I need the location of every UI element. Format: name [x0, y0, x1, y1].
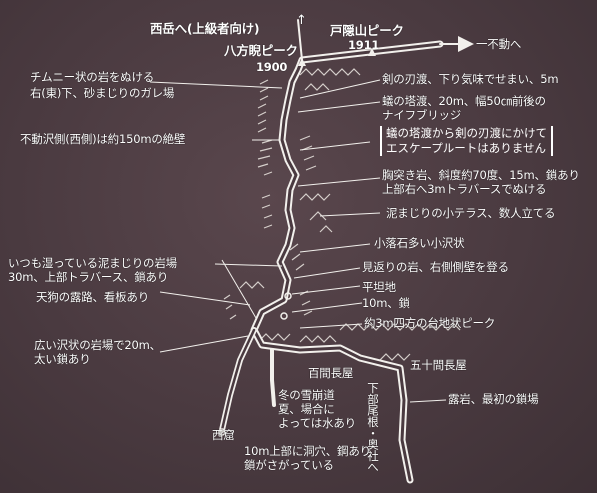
label-gojikken-nagaya: 五十間長屋: [410, 358, 467, 372]
note-fudosawa: 不動沢側(西側)は約150mの絶壁: [20, 132, 186, 146]
note-heichi: 平坦地: [362, 280, 396, 294]
note-doromajiri-terrace: 泥まじりの小テラス、数人立てる: [386, 206, 556, 220]
note-daichi-peak: 約3m四方の台地状ピーク: [364, 316, 496, 330]
note-korakuseki: 小落石多い小沢状: [374, 236, 465, 250]
arrow-up-icon: ↑: [296, 13, 307, 28]
note-rogan-first-chain: 露岩、最初の鎖場: [448, 392, 539, 406]
cliff-hatching: [223, 68, 461, 361]
note-no-escape-1: 蟻の塔渡から剣の刃渡にかけて: [386, 126, 547, 140]
note-mikaeri-iwa: 見返りの岩、右側側壁を登る: [362, 260, 509, 274]
note-nishikubo-2: 鎖がさがっている: [244, 458, 334, 472]
note-tengu-no-roji: 天狗の露路、看板あり: [36, 290, 149, 304]
main-trail: [219, 19, 474, 484]
note-hiroi-1: 広い沢状の岩場で20m、: [34, 338, 161, 352]
note-10m-chain: 10m、鎖: [362, 296, 410, 310]
label-togakushi-peak: 戸隠山ピーク: [330, 23, 404, 38]
leader-lines: [149, 79, 447, 403]
note-chimney-1: チムニー状の岩をぬける: [30, 70, 155, 84]
label-shimo-one: 下部尾根・奥社へ: [366, 382, 380, 473]
note-no-escape-box: 蟻の塔渡から剣の刃渡にかけて エスケープルートはありません: [380, 126, 553, 156]
note-ari-no-towatari: 蟻の塔渡、20m、幅50㎝前後の: [382, 94, 546, 108]
note-ken-no-hawatari: 剣の刃渡、下り気味でせまい、5m: [382, 72, 559, 86]
note-munetsuki-2: 上部右へ3mトラバースでぬける: [382, 182, 547, 196]
label-happo-peak: 八方睨ピーク: [224, 43, 298, 58]
note-hiroi-2: 太い鎖あり: [34, 352, 91, 366]
note-fuyu-1: 冬の雪崩道: [278, 388, 335, 402]
note-chimney-2: 右(東)下、砂まじりのガレ場: [30, 86, 175, 100]
label-to-fudo: 一不動へ: [476, 37, 522, 51]
label-nishidake: 西岳へ(上級者向け): [150, 21, 260, 36]
note-nishikubo-1: 10m上部に洞穴、鋼あり: [244, 444, 371, 458]
note-knife-bridge: ナイフブリッジ: [382, 108, 462, 122]
label-nishikubo: 西窟: [212, 428, 235, 442]
label-hyakken-nagaya: 百間長屋: [308, 366, 354, 380]
note-no-escape-2: エスケープルートはありません: [386, 141, 546, 155]
note-itsumo-2: 30m、上部トラバース、鎖あり: [8, 270, 169, 284]
note-fuyu-3: よっては水あり: [278, 416, 356, 430]
chain-markers: [218, 292, 292, 436]
note-fuyu-2: 夏、場合に: [278, 402, 335, 416]
label-togakushi-elevation: 1911: [348, 38, 380, 52]
label-happo-elevation: 1900: [256, 60, 288, 74]
note-itsumo-1: いつも湿っている泥まじりの岩場: [8, 256, 177, 270]
peak-markers: [298, 48, 376, 66]
note-munetsuki-1: 胸突き岩、斜度約70度、15m、鎖あり: [382, 168, 580, 182]
